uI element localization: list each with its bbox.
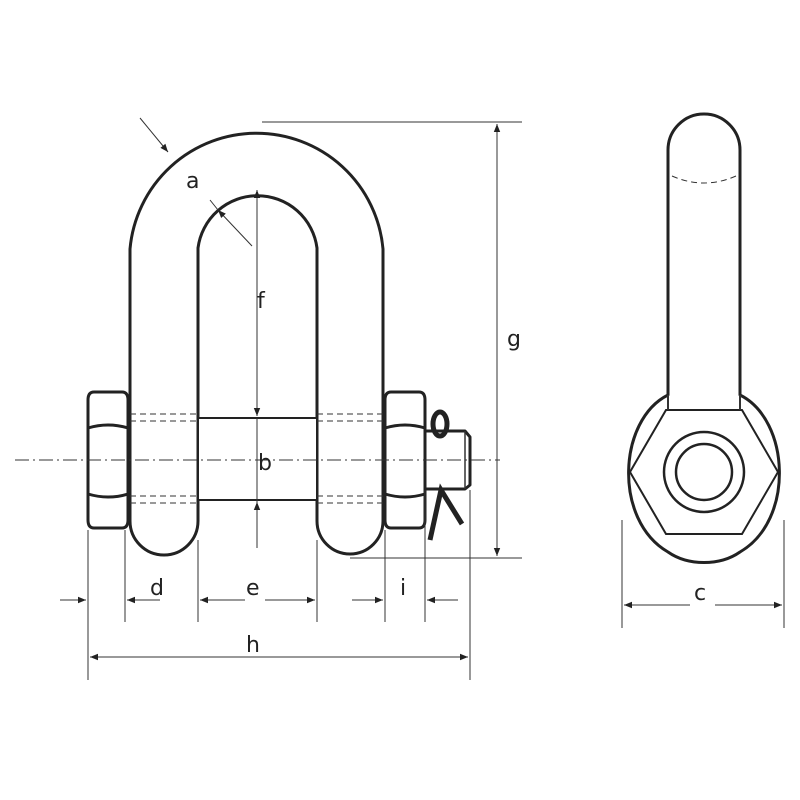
label-f: f bbox=[257, 289, 266, 314]
label-h: h bbox=[246, 633, 260, 658]
cotter-pin-ring bbox=[430, 409, 450, 439]
dimension-h: h bbox=[90, 633, 468, 661]
label-a: a bbox=[186, 169, 199, 194]
dimension-g: g bbox=[262, 121, 522, 559]
side-nut-hex bbox=[628, 409, 780, 535]
dimension-c: c bbox=[621, 520, 785, 628]
pin-head-nut bbox=[86, 390, 130, 530]
dimension-e: e bbox=[200, 576, 315, 604]
label-d: d bbox=[150, 576, 164, 601]
dimension-f: f bbox=[253, 190, 266, 416]
label-g: g bbox=[507, 327, 521, 352]
side-pin-hole bbox=[674, 442, 734, 502]
extension-lines bbox=[87, 490, 471, 680]
label-c: c bbox=[694, 581, 706, 606]
cotter-pin-legs bbox=[427, 483, 465, 541]
dimension-d: d bbox=[60, 576, 164, 604]
dimension-b: b bbox=[253, 418, 272, 548]
label-i: i bbox=[400, 576, 406, 601]
side-body bbox=[627, 112, 781, 564]
shackle-side-view bbox=[627, 112, 781, 564]
dimension-i: i bbox=[352, 576, 458, 604]
dimension-a: a bbox=[139, 117, 253, 247]
shackle-bow bbox=[128, 131, 385, 557]
label-e: e bbox=[246, 576, 260, 601]
shackle-front-view bbox=[86, 131, 472, 557]
side-pin-circle bbox=[662, 430, 746, 514]
label-b: b bbox=[258, 451, 272, 476]
